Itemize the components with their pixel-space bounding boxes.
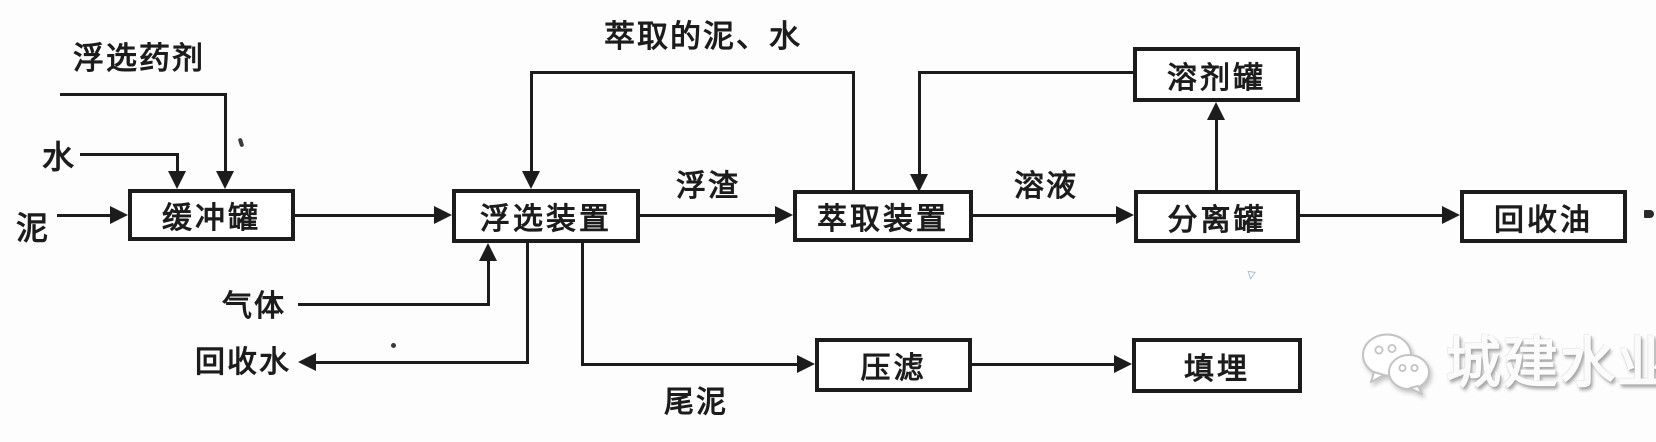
label-tail-mud: 尾泥 (664, 386, 728, 419)
label-scum: 浮渣 (676, 170, 740, 203)
line-gas-h (298, 303, 490, 306)
wechat-icon (1362, 333, 1430, 395)
scan-artifact-speck (391, 343, 396, 348)
line-mud (57, 214, 110, 217)
scan-artifact-speck (1644, 210, 1654, 218)
label-mud: 泥 (16, 210, 51, 246)
scan-artifact-speck (237, 137, 245, 148)
line-press-to-landfill (972, 363, 1114, 366)
box-buffer-tank: 缓冲罐 (128, 189, 295, 241)
line-flotation-agent-v (224, 93, 227, 171)
line-buffer-to-flotation (295, 214, 434, 217)
label-gas: 气体 (222, 290, 286, 323)
arrowhead-into-solvent-tank-icon (1207, 102, 1225, 120)
line-solution (973, 214, 1116, 217)
line-recycle-riser (852, 72, 855, 190)
line-tail-mud-h (581, 363, 797, 366)
line-scum (640, 214, 775, 217)
arrowhead-mud-into-buffer-icon (110, 206, 128, 224)
line-recycle-drop (530, 71, 533, 171)
arrowhead-into-recovered-oil-icon (1442, 206, 1460, 224)
box-recovered-oil: 回收油 (1460, 190, 1627, 243)
box-flotation-unit: 浮选装置 (452, 189, 640, 243)
line-recovered-water-v (526, 243, 529, 364)
arrowhead-scum-into-extraction-icon (775, 206, 793, 224)
arrowhead-water-into-buffer-icon (168, 171, 186, 189)
line-solvent-v (918, 71, 921, 174)
line-recovered-water-h (316, 361, 529, 364)
box-landfill: 填埋 (1132, 338, 1302, 393)
line-separation-to-oil (1300, 214, 1442, 217)
label-solution: 溶液 (1014, 170, 1078, 203)
arrowhead-into-flotation-icon (434, 206, 452, 224)
box-press-filter: 压滤 (815, 338, 972, 392)
line-flotation-agent-h (60, 93, 227, 96)
line-recycle-top (530, 71, 855, 74)
arrowhead-into-landfill-icon (1114, 355, 1132, 373)
line-separation-to-solvent (1215, 120, 1218, 190)
arrowhead-recovered-water-out-icon (298, 353, 316, 371)
label-extracted-mud-water: 萃取的泥、水 (604, 19, 802, 54)
line-solvent-h (918, 71, 1133, 74)
scan-artifact-blue-glyph: ▿ (1245, 264, 1257, 285)
label-flotation-agent: 浮选药剂 (73, 41, 205, 76)
watermark: 城建水业 (1358, 330, 1656, 396)
arrowhead-solvent-into-extraction-icon (910, 174, 928, 192)
arrowhead-solution-into-separation-icon (1116, 206, 1134, 224)
box-extraction-unit: 萃取装置 (793, 190, 973, 242)
line-water-h (80, 153, 179, 156)
arrowhead-agent-into-buffer-icon (216, 171, 234, 189)
arrowhead-tailmud-into-press-icon (797, 355, 815, 373)
line-tail-mud-v (581, 243, 584, 366)
arrowhead-gas-into-flotation-icon (479, 243, 497, 261)
line-water-v (176, 153, 179, 171)
arrowhead-recycle-into-flotation-icon (522, 171, 540, 189)
label-water: 水 (42, 139, 77, 175)
box-solvent-tank: 溶剂罐 (1133, 47, 1300, 102)
label-recovered-water: 回收水 (195, 346, 291, 379)
box-separation-tank: 分离罐 (1134, 190, 1300, 243)
line-gas-v (487, 259, 490, 305)
watermark-text: 城建水业 (1446, 331, 1656, 394)
